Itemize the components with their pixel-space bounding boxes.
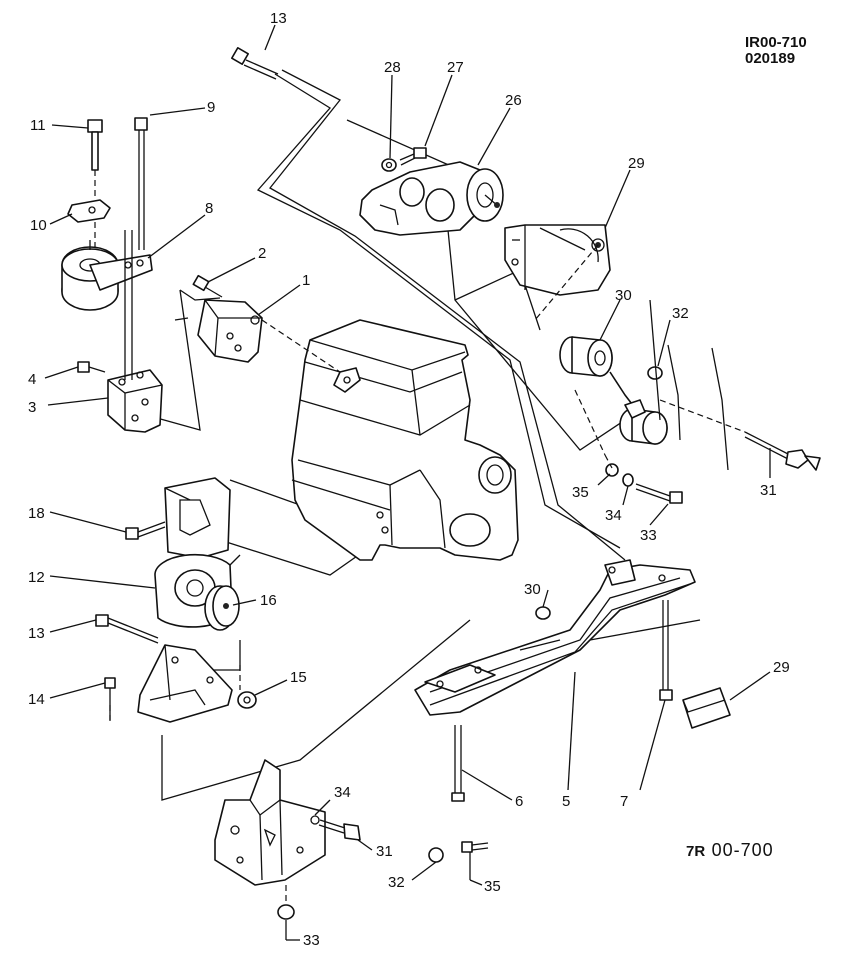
callout-16: 16 (260, 592, 277, 609)
bolt-part-13-lower (95, 614, 159, 644)
insulator-part-8 (61, 240, 153, 311)
callout-10: 10 (30, 217, 47, 234)
bushing-part-22 (559, 336, 668, 445)
callout-11: 11 (30, 117, 46, 134)
routing-lines (109, 69, 701, 801)
callout-21: 28 (384, 59, 401, 76)
footer-code-number: 00-700 (712, 840, 774, 860)
callout-25: 32 (672, 305, 689, 322)
bolt-part-13-top (231, 47, 279, 80)
callout-14: 14 (28, 691, 45, 708)
nut-part-25 (647, 344, 729, 471)
bolt-part-18 (125, 521, 166, 540)
dashed-guides (94, 222, 613, 722)
bolt-part-24 (659, 399, 821, 471)
callout-12: 12 (28, 569, 45, 586)
cover-part-29 (682, 687, 731, 729)
callout-20: 27 (447, 59, 464, 76)
callout-labels: 13 28 27 26 11 9 10 8 2 1 29 30 (28, 10, 790, 949)
callout-28: 35 (572, 484, 589, 501)
bolt-part-6 (451, 725, 465, 802)
bracket-part-1 (197, 299, 263, 363)
washer-part-27 (622, 473, 634, 487)
callout-1: 1 (302, 272, 310, 289)
bracket-part-3 (107, 369, 163, 433)
callout-34: 34 (334, 784, 351, 801)
footer-code-prefix: 7R (686, 843, 705, 860)
bolt-part-2 (192, 274, 223, 298)
callout-24: 31 (760, 482, 777, 499)
callout-35: 35 (484, 878, 501, 895)
bolt-part-7 (659, 600, 673, 701)
bolt-part-26 (635, 483, 683, 504)
callout-4: 4 (28, 371, 36, 388)
nut-part-30 (535, 606, 551, 620)
callout-33: 33 (303, 932, 320, 949)
callout-9: 9 (207, 99, 215, 116)
callout-19: 26 (505, 92, 522, 109)
bracket-part-23 (504, 224, 611, 296)
callout-32: 32 (388, 874, 405, 891)
bracket-part-34 (214, 759, 326, 886)
callout-7: 7 (620, 793, 628, 810)
callout-13-top: 13 (270, 10, 287, 27)
callout-13-lower: 13 (28, 625, 45, 642)
callout-30: 30 (524, 581, 541, 598)
mount-part-19 (359, 161, 504, 236)
bolt-part-4 (77, 361, 106, 373)
callout-18: 18 (28, 505, 45, 522)
washer-part-16 (204, 585, 240, 631)
bolt-part-20 (399, 147, 427, 166)
crossmember-part-5 (414, 559, 696, 716)
header-code-line2: 020189 (745, 50, 795, 67)
nut-part-33 (277, 885, 295, 920)
nut-part-32 (428, 847, 444, 863)
callout-31: 31 (376, 843, 393, 860)
callout-26: 33 (640, 527, 657, 544)
bolt-part-31 (318, 819, 361, 841)
callout-29: 29 (773, 659, 790, 676)
washer-part-28 (605, 463, 619, 477)
callout-3: 3 (28, 399, 36, 416)
callout-22: 30 (615, 287, 632, 304)
footer-code: 7R 00-700 (686, 840, 774, 860)
washer-part-10 (67, 199, 111, 223)
nut-part-21 (381, 158, 397, 172)
header-code-line1: IR00-710 (745, 34, 807, 51)
callout-5: 5 (562, 793, 570, 810)
engine-block (291, 319, 519, 561)
callout-6: 6 (515, 793, 523, 810)
bolt-part-11 (87, 119, 103, 200)
bolt-part-9 (124, 117, 148, 380)
bracket-part-14 (104, 644, 233, 723)
callout-2: 2 (258, 245, 266, 262)
bolt-part-35 (461, 841, 489, 853)
nut-part-15 (237, 691, 257, 709)
callout-27: 34 (605, 507, 622, 524)
callout-8: 8 (205, 200, 213, 217)
callout-23: 29 (628, 155, 645, 172)
callout-15: 15 (290, 669, 307, 686)
